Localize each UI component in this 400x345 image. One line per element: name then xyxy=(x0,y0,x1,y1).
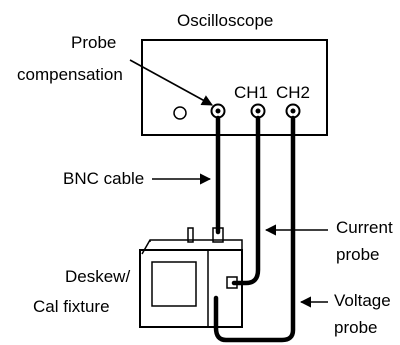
probe-compensation-arrow xyxy=(129,59,213,106)
deskew-label-line1: Deskew/ xyxy=(65,267,130,286)
current-probe-label-line1: Current xyxy=(336,218,393,237)
ch2-label: CH2 xyxy=(276,83,310,102)
deskew-label-line2: Cal fixture xyxy=(33,297,110,316)
probe-compensation-terminal xyxy=(210,103,226,119)
bnc-cable-label: BNC cable xyxy=(63,169,144,188)
probe-compensation-label-line1: Probe xyxy=(71,33,116,52)
oscilloscope-label: Oscilloscope xyxy=(177,11,273,30)
ch1-connector xyxy=(250,103,266,119)
voltage-probe-cable xyxy=(213,115,296,343)
ch1-label: CH1 xyxy=(234,83,268,102)
ch2-connector xyxy=(285,103,301,119)
panel-knob xyxy=(173,106,187,120)
current-probe-label-line2: probe xyxy=(336,245,379,264)
fixture-post-right xyxy=(212,227,224,243)
fixture-post-left xyxy=(187,227,194,243)
current-probe-cable xyxy=(231,115,261,286)
voltage-probe-label-line1: Voltage xyxy=(334,291,391,310)
deskew-fixture xyxy=(139,239,243,328)
probe-compensation-label-line2: compensation xyxy=(17,65,123,84)
voltage-probe-label-line2: probe xyxy=(334,318,377,337)
oscilloscope-body xyxy=(141,39,328,136)
